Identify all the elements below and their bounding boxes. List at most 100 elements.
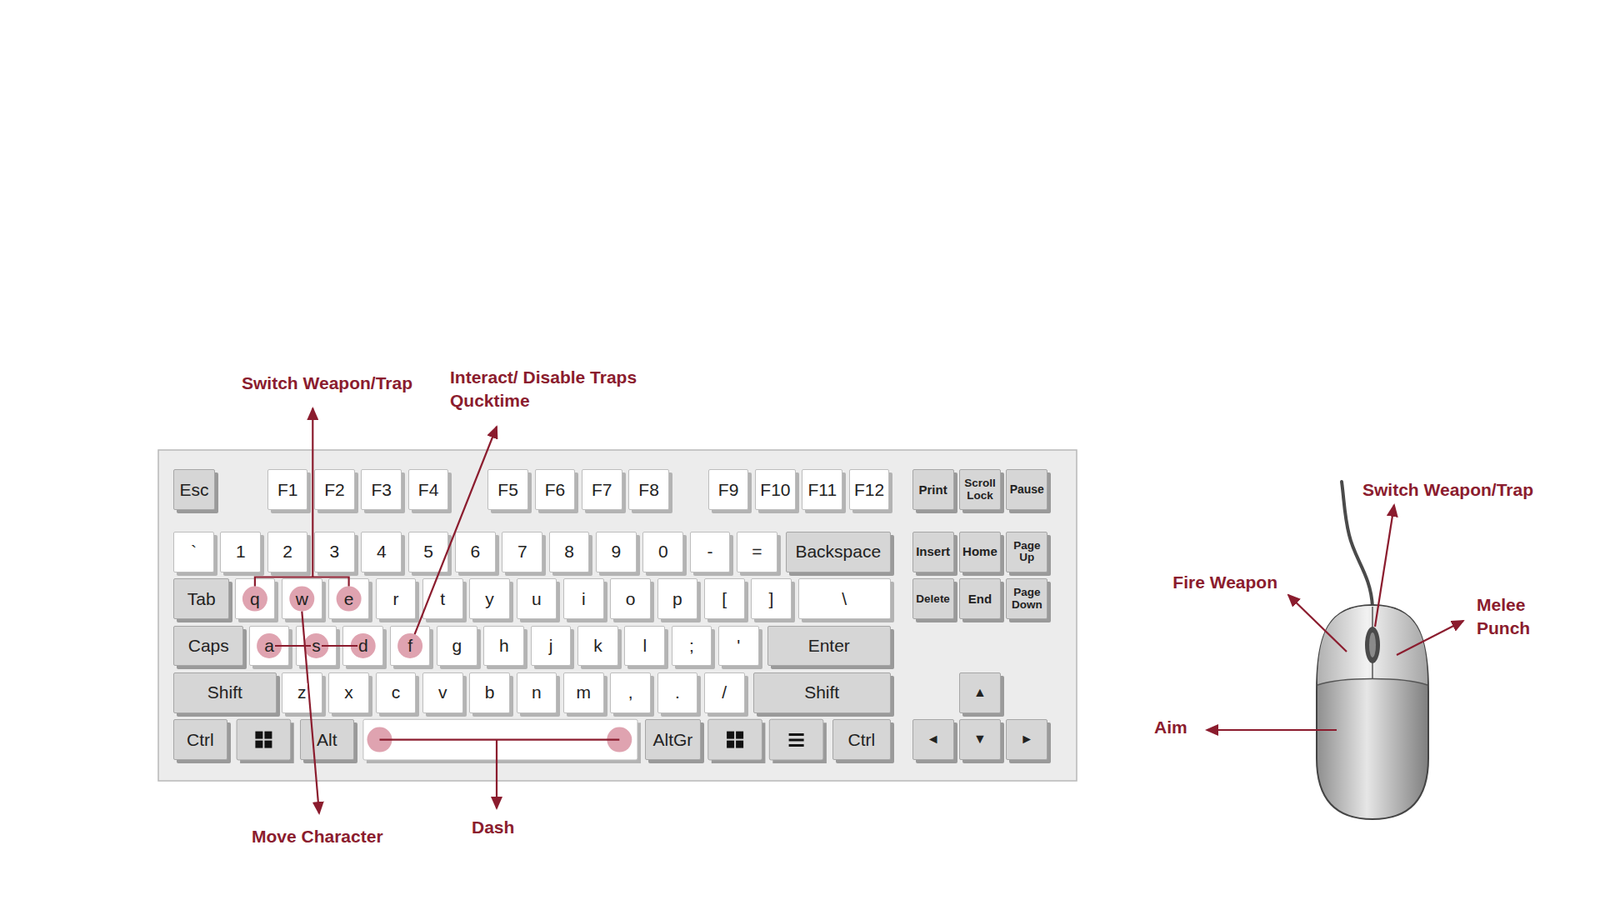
key-label: v <box>437 683 449 702</box>
key-label: w <box>295 590 310 609</box>
keyboard-key: 0 <box>642 531 684 573</box>
keyboard-key: F4 <box>408 469 450 510</box>
windows-icon <box>726 731 744 749</box>
keyboard-key: F12 <box>849 469 890 510</box>
keyboard-key: ▼ <box>959 719 1001 760</box>
keyboard-key: 6 <box>455 531 496 573</box>
keyboard-key: m <box>563 672 605 714</box>
key-label: Page Up <box>1006 540 1047 564</box>
keyboard-key: ▲ <box>959 672 1001 714</box>
key-label: y <box>484 590 495 609</box>
key-label: 4 <box>375 542 388 561</box>
button-divider <box>1317 679 1428 686</box>
callout-label: Interact/ Disable Traps Qucktime <box>450 365 659 413</box>
key-label: Home <box>961 545 999 559</box>
keyboard-key: i <box>563 578 605 620</box>
key-label: \ <box>840 590 848 609</box>
keyboard-key: F2 <box>314 469 355 510</box>
menu-icon <box>789 733 805 747</box>
key-label: . <box>674 683 681 702</box>
keyboard-key: Tab <box>173 578 230 620</box>
keyboard-key: Esc <box>173 469 215 510</box>
mouse-cable <box>1341 481 1373 607</box>
key-label: F7 <box>590 480 614 500</box>
key-label: m <box>575 683 592 702</box>
key-label: F6 <box>544 480 567 500</box>
keyboard-key: Insert <box>912 531 955 573</box>
key-label: / <box>720 683 728 702</box>
windows-key <box>708 719 763 760</box>
key-label: e <box>343 590 355 609</box>
key-label: n <box>530 683 543 702</box>
key-label: Enter <box>807 636 851 655</box>
keyboard-key: o <box>610 578 651 620</box>
key-label: , <box>627 683 635 702</box>
key-label: Page Down <box>1006 586 1047 610</box>
key-label: F11 <box>806 480 838 500</box>
keyboard-key: 7 <box>501 531 543 573</box>
key-label: g <box>451 636 464 655</box>
keyboard-key: Shift <box>753 672 891 714</box>
keyboard-key: F6 <box>535 469 576 510</box>
keyboard-key: r <box>375 578 417 620</box>
keyboard-key: F5 <box>487 469 529 510</box>
keyboard-key: Ctrl <box>832 719 890 760</box>
key-label: End <box>967 592 993 606</box>
scroll-wheel <box>1369 632 1376 658</box>
keyboard-key: p <box>657 578 699 620</box>
key-label: l <box>641 636 648 655</box>
keyboard-key: [ <box>704 578 745 620</box>
key-highlight <box>289 586 315 612</box>
key-highlight <box>242 586 268 612</box>
key-label: p <box>671 590 684 609</box>
menu-key <box>769 719 824 760</box>
keyboard-key: Shift <box>173 672 276 714</box>
key-label: i <box>580 590 587 609</box>
key-label: - <box>706 542 715 561</box>
keyboard-key: n <box>516 672 558 714</box>
key-label: c <box>390 683 402 702</box>
key-label: d <box>357 636 370 655</box>
keyboard-key: 4 <box>360 531 402 573</box>
key-label: Print <box>918 483 949 497</box>
key-label: Alt <box>315 730 339 750</box>
key-label: F1 <box>276 480 300 500</box>
keyboard-key: g <box>436 625 478 667</box>
keyboard-key: l <box>624 625 665 667</box>
key-label: ` <box>190 542 198 561</box>
key-label: j <box>548 636 555 655</box>
key-label: 2 <box>281 542 294 561</box>
keyboard-key: ► <box>1005 719 1048 760</box>
keyboard-key: 2 <box>267 531 309 573</box>
leader-line <box>1396 620 1464 655</box>
leader-lines <box>255 408 1464 814</box>
key-label: ▲ <box>972 685 988 700</box>
leader-line <box>311 408 314 578</box>
key-label: F9 <box>717 480 740 500</box>
keyboard-key: . <box>657 672 699 714</box>
key-label: F12 <box>853 480 885 500</box>
leader-line <box>1375 505 1395 627</box>
keyboard-key: F3 <box>360 469 402 510</box>
keyboard-key: Page Up <box>1005 531 1048 573</box>
keyboard-key: / <box>704 672 745 714</box>
key-label: Caps <box>187 636 230 655</box>
keyboard-key: Backspace <box>785 531 891 573</box>
scroll-wheel <box>1365 626 1380 664</box>
keyboard-key: Print <box>912 469 955 510</box>
keyboard-key: f <box>390 625 431 667</box>
keyboard-key: F8 <box>628 469 670 510</box>
keyboard-key: Enter <box>767 625 891 667</box>
keyboard-key: Scroll Lock <box>959 469 1001 510</box>
callout-label: Move Character <box>251 825 384 849</box>
keyboard-body <box>158 450 1077 781</box>
key-label: z <box>296 683 308 702</box>
key-label: Backspace <box>794 542 882 561</box>
key-label: 1 <box>235 542 247 561</box>
key-label: k <box>592 636 604 655</box>
key-label: o <box>625 590 637 609</box>
keyboard-key: F11 <box>801 469 843 510</box>
mouse-body <box>1316 605 1429 820</box>
